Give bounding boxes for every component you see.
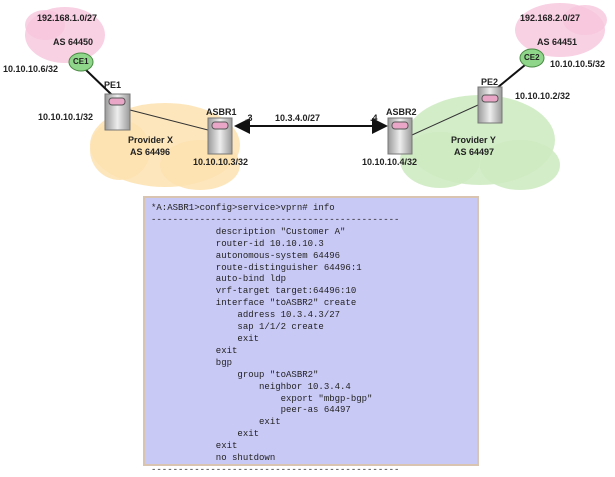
provider-y-as: AS 64497 <box>454 147 495 157</box>
config-line: description "Customer A" <box>151 226 346 237</box>
interlink-left-host: .3 <box>245 113 253 123</box>
provider-x-name: Provider X <box>128 135 174 145</box>
config-line: exit <box>151 441 238 452</box>
pe1-router-icon <box>104 93 131 131</box>
config-line: bgp <box>151 357 233 368</box>
config-line: exit <box>151 345 238 356</box>
interlink-subnet: 10.3.4.0/27 <box>275 113 321 123</box>
ce1-label: CE1 <box>73 57 89 66</box>
pe2-ce2-link <box>496 64 526 89</box>
pe2-label: PE2 <box>481 77 499 87</box>
ce2-icon <box>519 48 545 68</box>
provider-x-as: AS 64496 <box>130 147 171 157</box>
config-line: sap 1/1/2 create <box>151 322 324 333</box>
ce1-icon <box>68 52 94 72</box>
config-line: address 10.3.4.3/27 <box>151 310 341 321</box>
provider-y-name: Provider Y <box>451 135 496 145</box>
config-line: exit <box>151 417 281 428</box>
left-site-subnet: 192.168.1.0/27 <box>37 13 98 23</box>
pe1-address: 10.10.10.1/32 <box>38 112 94 122</box>
config-line: group "toASBR2" <box>151 369 319 380</box>
config-line: router-id 10.10.10.3 <box>151 238 324 249</box>
customer-cloud-left <box>25 7 105 63</box>
config-line: ----------------------------------------… <box>151 214 400 225</box>
asbr1-router-icon <box>207 117 233 155</box>
ce1-address: 10.10.10.6/32 <box>3 64 59 74</box>
config-line: autonomous-system 64496 <box>151 250 341 261</box>
customer-cloud-right <box>515 3 607 57</box>
config-line: ----------------------------------------… <box>151 464 400 475</box>
config-line: exit <box>151 333 260 344</box>
ce1-pe1-link <box>85 69 113 96</box>
config-lines: *A:ASBR1>config>service>vprn# info------… <box>151 203 399 477</box>
asbr2-label: ASBR2 <box>386 107 417 117</box>
left-site-as: AS 64450 <box>53 37 94 47</box>
config-line: no shutdown <box>151 453 276 464</box>
asbr2-pe2-link <box>411 104 479 136</box>
config-output-box: *A:ASBR1>config>service>vprn# info------… <box>143 196 479 475</box>
config-line: neighbor 10.3.4.4 <box>151 381 351 392</box>
pe1-asbr1-link <box>129 109 209 131</box>
ce2-label: CE2 <box>524 53 540 62</box>
asbr2-address: 10.10.10.4/32 <box>362 157 418 167</box>
config-line: exit <box>151 429 260 440</box>
pe2-address: 10.10.10.2/32 <box>515 91 571 101</box>
ce2-address: 10.10.10.5/32 <box>550 59 606 69</box>
config-line: peer-as 64497 <box>151 405 351 416</box>
pe2-router-icon <box>477 86 503 124</box>
right-site-as: AS 64451 <box>537 37 578 47</box>
interlink-right-host: .4 <box>370 113 378 123</box>
asbr1-address: 10.10.10.3/32 <box>193 157 249 167</box>
config-line: interface "toASBR2" create <box>151 298 357 309</box>
asbr2-router-icon <box>387 117 413 155</box>
provider-y-cloud <box>400 95 560 190</box>
config-line: vrf-target target:64496:10 <box>151 286 357 297</box>
right-site-subnet: 192.168.2.0/27 <box>520 13 581 23</box>
config-line: export "mbgp-bgp" <box>151 393 373 404</box>
config-line: route-distinguisher 64496:1 <box>151 262 362 273</box>
pe1-label: PE1 <box>104 80 122 90</box>
config-line: auto-bind ldp <box>151 274 287 285</box>
asbr1-label: ASBR1 <box>206 107 237 117</box>
config-line: *A:ASBR1>config>service>vprn# info <box>151 203 335 213</box>
